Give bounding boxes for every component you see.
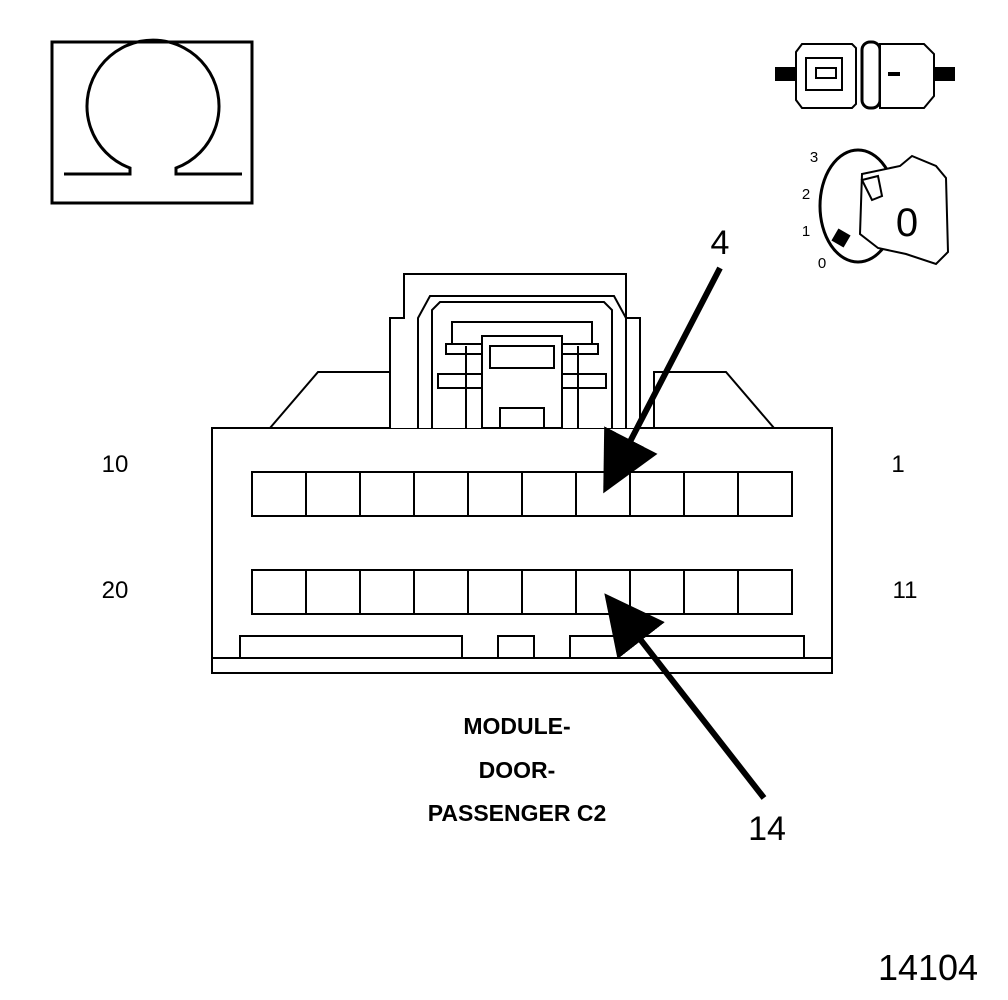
cavity-pin-5: [521, 471, 577, 517]
pin-label-top-right: 1: [891, 451, 904, 478]
figure-number: 14104: [878, 947, 978, 988]
cavity-pin-9: [305, 471, 361, 517]
cavity-pin-4: [575, 471, 631, 517]
cavity-pin-10: [251, 471, 307, 517]
cavity-pin-7: [413, 471, 469, 517]
ignition-position-labels: 3 2 1 0: [802, 149, 826, 272]
title-line-2: DOOR-: [479, 757, 556, 783]
cavity-pin-3: [629, 471, 685, 517]
connector-title: MODULE- DOOR- PASSENGER C2: [428, 713, 607, 826]
pin-label-bottom-right: 11: [893, 577, 918, 604]
position-label-0: 0: [818, 255, 826, 272]
key-position-label: 0: [896, 201, 918, 245]
title-line-1: MODULE-: [463, 713, 570, 739]
cavity-pin-20: [251, 569, 307, 615]
cavity-pin-12: [683, 569, 739, 615]
cavity-pin-16: [467, 569, 523, 615]
callout-label-4: 4: [711, 224, 730, 262]
cavity-pin-8: [359, 471, 415, 517]
cavity-grid: [251, 471, 793, 615]
callout-arrow-4: [603, 266, 723, 494]
cavity-pin-19: [305, 569, 361, 615]
position-label-2: 2: [802, 186, 810, 203]
callout-label-14: 14: [748, 810, 786, 848]
cavity-pin-17: [413, 569, 469, 615]
pin-label-bottom-left: 20: [102, 577, 129, 604]
cavity-pin-2: [683, 471, 739, 517]
title-line-3: PASSENGER C2: [428, 800, 607, 826]
callout-arrow-14: [604, 593, 767, 800]
ignition-key-icon: 0: [818, 148, 950, 266]
cavity-pin-6: [467, 471, 523, 517]
ohm-icon: [50, 38, 254, 205]
cavity-pin-1: [737, 471, 793, 517]
cavity-pin-14: [575, 569, 631, 615]
cavity-pin-15: [521, 569, 577, 615]
cavity-pin-11: [737, 569, 793, 615]
position-label-1: 1: [802, 223, 810, 240]
position-label-3: 3: [810, 149, 818, 166]
cavity-pin-13: [629, 569, 685, 615]
connector-housing: [211, 273, 833, 674]
cavity-pin-18: [359, 569, 415, 615]
pin-label-top-left: 10: [102, 451, 129, 478]
disconnected-connector-icon: [775, 40, 955, 110]
